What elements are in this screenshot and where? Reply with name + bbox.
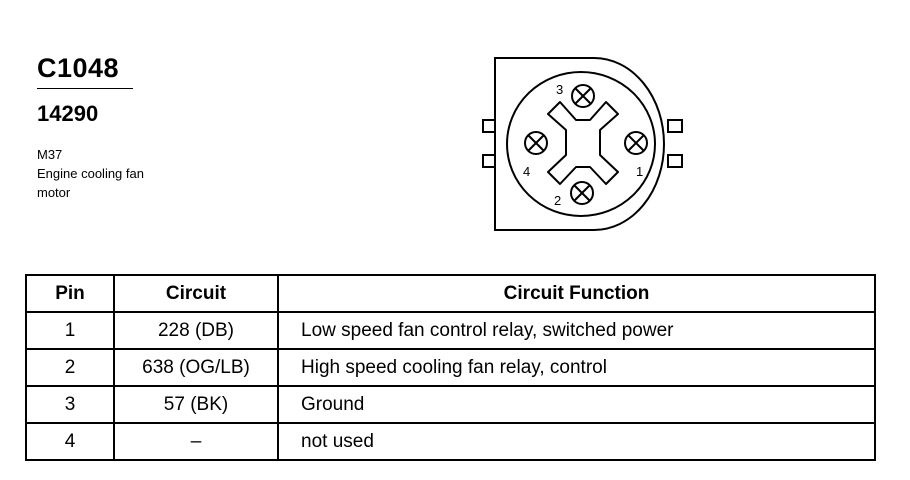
cell-circuit: 638 (OG/LB) [113,348,279,387]
terminal-3 [571,84,595,108]
connector-housing [494,57,665,231]
terminal-4 [524,131,548,155]
connector-header: C1048 14290 M37 Engine cooling fan motor [37,52,277,202]
center-key [547,101,619,185]
description-line-2: Engine cooling fan [37,166,144,181]
cell-function: not used [277,422,876,461]
cell-pin: 1 [25,311,115,350]
left-tab-lower [482,154,496,168]
pin-table: Pin Circuit Circuit Function 1 228 (DB) … [25,274,876,461]
pin-label-2: 2 [554,193,561,208]
connector-description: M37 Engine cooling fan motor [37,145,277,202]
pin-label-4: 4 [523,164,530,179]
table-row: 1 228 (DB) Low speed fan control relay, … [25,311,876,350]
terminal-1 [624,131,648,155]
cell-circuit: 228 (DB) [113,311,279,350]
title-underline [37,88,133,89]
table-row: 3 57 (BK) Ground [25,385,876,424]
description-line-3: motor [37,185,71,200]
right-tab-lower [667,154,683,168]
cell-pin: 4 [25,422,115,461]
description-line-1: M37 [37,147,63,162]
header-circuit-function: Circuit Function [277,274,876,313]
cell-function: Low speed fan control relay, switched po… [277,311,876,350]
header-pin: Pin [25,274,115,313]
left-tab-upper [482,119,496,133]
connector-face-diagram: 3 4 1 2 [482,57,683,231]
cell-function: High speed cooling fan relay, control [277,348,876,387]
table-header-row: Pin Circuit Circuit Function [25,274,876,313]
part-number: 14290 [37,101,99,126]
cell-circuit: 57 (BK) [113,385,279,424]
cell-circuit: – [113,422,279,461]
table-row: 4 – not used [25,422,876,461]
connector-id: C1048 [37,53,120,83]
cell-pin: 3 [25,385,115,424]
terminal-2 [570,181,594,205]
cell-function: Ground [277,385,876,424]
table-row: 2 638 (OG/LB) High speed cooling fan rel… [25,348,876,387]
right-tab-upper [667,119,683,133]
cell-pin: 2 [25,348,115,387]
connector-face [506,71,656,217]
pin-label-1: 1 [636,164,643,179]
pin-label-3: 3 [556,82,563,97]
header-circuit: Circuit [113,274,279,313]
